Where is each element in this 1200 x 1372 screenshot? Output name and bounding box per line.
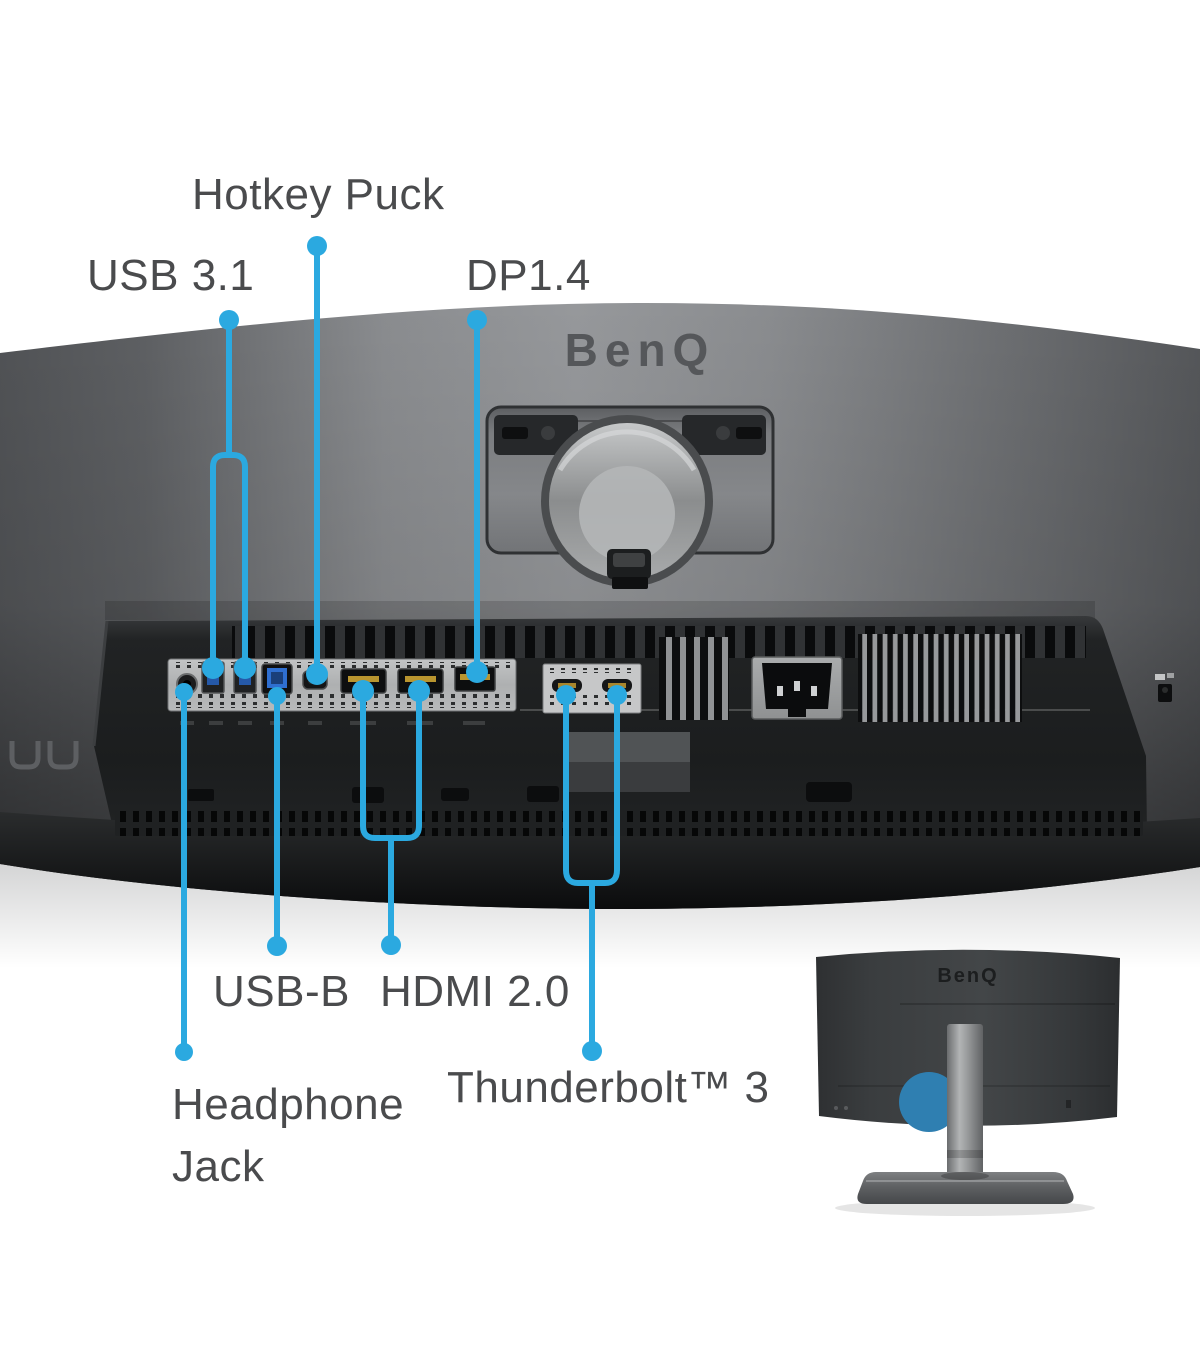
cable-recess-panel — [568, 732, 690, 792]
callout-dot-hdmi-2 — [408, 680, 430, 702]
callout-dot-hotkey-label — [307, 236, 327, 256]
label-thunderbolt: Thunderbolt™ 3 — [447, 1063, 770, 1112]
callout-dot-usb31-label — [219, 310, 239, 330]
thumbnail-stand-base — [857, 1172, 1074, 1204]
callout-dot-headphone-label — [175, 1043, 193, 1061]
label-dp14: DP1.4 — [466, 251, 591, 300]
label-hdmi20: HDMI 2.0 — [380, 967, 570, 1016]
callout-dot-hdmi-label — [381, 935, 401, 955]
vent-slats-left — [659, 637, 729, 720]
thumbnail-stand-column — [947, 1024, 983, 1180]
callout-dot-usb-a-1 — [202, 657, 224, 679]
callout-dot-usb-a-2 — [234, 657, 256, 679]
left-bracket-marks — [9, 741, 79, 770]
callout-dot-dp-label — [467, 310, 487, 330]
callout-dot-dp-port — [466, 661, 488, 683]
callout-dot-hdmi-1 — [352, 680, 374, 702]
monitor-thumbnail: BenQ — [816, 949, 1120, 1216]
label-usb31: USB 3.1 — [87, 251, 255, 300]
callout-dot-tb-1 — [556, 685, 576, 705]
vesa-mount-recess — [485, 405, 775, 589]
bottom-bezel — [0, 811, 1200, 909]
callout-line-usb31-fork — [210, 452, 248, 673]
thumbnail-brand-logo: BenQ — [937, 965, 998, 987]
callout-dot-tb-2 — [607, 685, 627, 705]
callout-dot-headphone-port — [175, 683, 193, 701]
label-usb-b: USB-B — [213, 967, 350, 1016]
body-crease — [105, 601, 1095, 620]
callout-dot-usb-b-label — [267, 936, 287, 956]
label-hotkey-puck: Hotkey Puck — [192, 170, 445, 219]
callout-dot-hotkey-port — [306, 663, 328, 685]
callout-line-hdmi-fork — [360, 689, 422, 841]
stand-release-latch — [607, 549, 651, 589]
label-headphone-line1: Headphone — [172, 1080, 405, 1129]
brand-logo: BenQ — [565, 324, 716, 376]
vent-slats-right — [858, 634, 1022, 722]
callout-dot-tb-label — [582, 1041, 602, 1061]
callout-dot-usb-b-port — [268, 687, 286, 705]
port-area-highlight-circle — [899, 1072, 959, 1132]
kensington-lock — [1155, 673, 1174, 702]
power-inlet — [751, 656, 843, 720]
callout-line-thunderbolt-fork — [563, 693, 620, 886]
label-headphone-line2: Jack — [172, 1142, 265, 1192]
label-headphone-jack: Headphone Jack — [172, 1074, 404, 1199]
